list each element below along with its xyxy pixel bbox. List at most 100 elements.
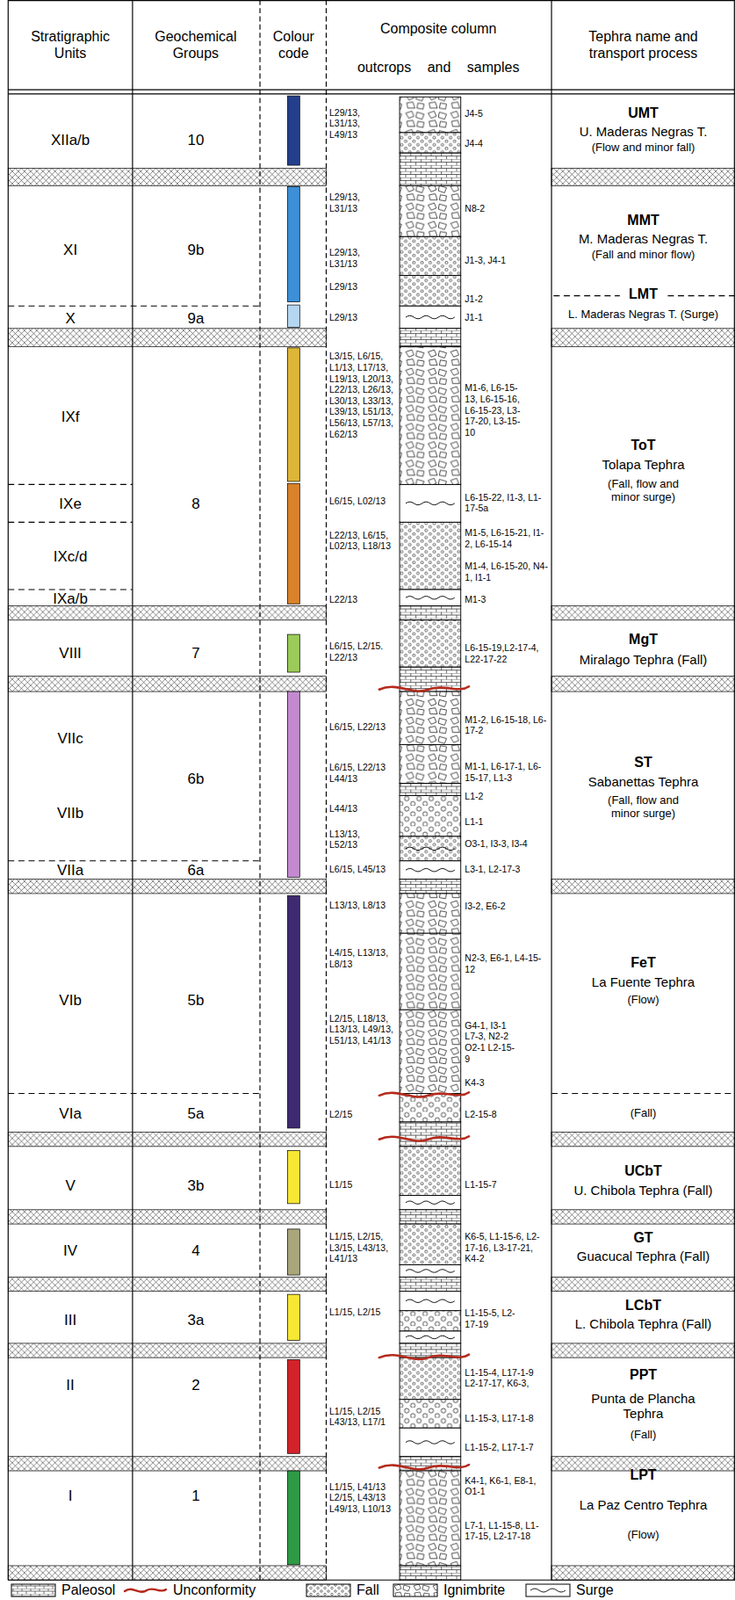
legend-symbol	[392, 1582, 439, 1597]
outcrop-list: L6/15, L22/13	[329, 720, 401, 733]
lithology-layer	[399, 1564, 462, 1579]
tephra-name: L. Maderas Negras T. (Surge)	[552, 307, 735, 320]
lithology-layer	[399, 783, 462, 796]
sub-unit-boundary	[7, 588, 133, 590]
tephra-name: La Fuente Tephra	[553, 973, 733, 989]
header-cell: Stratigraphic Units	[14, 28, 127, 62]
hatched-band	[7, 676, 326, 692]
sample-list: L6-15-22, I1-3, L1-17-5a	[464, 491, 548, 514]
group-label: 8	[144, 496, 247, 512]
unit-label: IXf	[14, 408, 127, 424]
header-cell: Geochemical Groups	[139, 28, 253, 62]
lithology-layer	[399, 743, 462, 783]
sample-list: O3-1, I3-3, I3-4	[464, 837, 548, 850]
colour-code-bar	[287, 304, 300, 328]
lithology-layer	[399, 132, 462, 153]
outcrop-list: L2/15	[329, 1108, 401, 1120]
tephra-abbrev: ST	[556, 755, 730, 772]
colour-code-bar	[287, 1293, 300, 1340]
sample-list: L1-15-3, L17-1-8	[464, 1412, 548, 1424]
lithology-layer	[399, 96, 462, 133]
legend-text: Ignimbrite	[443, 1581, 505, 1598]
unit-label: V	[14, 1176, 127, 1192]
transport-process: (Flow and minor fall)	[553, 141, 733, 154]
outcrop-list: L29/13	[329, 281, 375, 293]
surge-wave	[405, 1440, 455, 1443]
hatched-band	[551, 879, 735, 894]
sample-list: L1-2	[464, 790, 548, 802]
sample-list: M1-4, L6-15-20, N4-1, I1-1	[464, 560, 548, 583]
colour-code-bar	[287, 634, 300, 672]
lithology-layer	[399, 1145, 462, 1196]
unconformity-line	[379, 1463, 469, 1469]
colour-code-bar	[287, 1149, 300, 1203]
sample-list: L1-15-2, L17-1-7	[464, 1441, 548, 1453]
lithology-layer	[399, 605, 462, 620]
legend-symbol	[10, 1582, 57, 1597]
header-cell: Colour code	[263, 28, 325, 62]
lithology-layer	[399, 236, 462, 275]
sub-unit-boundary	[553, 295, 620, 296]
lithology-layer	[399, 860, 462, 880]
legend-text: Surge	[576, 1581, 614, 1598]
table-rule	[7, 0, 735, 1579]
legend-item: Fall	[305, 1581, 380, 1598]
lithology-layer	[399, 1209, 462, 1224]
sub-unit-boundary	[7, 483, 133, 485]
header-cell: Tephra name and transport process	[571, 28, 715, 62]
unconformity-line	[379, 1135, 469, 1140]
tephra-abbrev: ToT	[556, 438, 730, 454]
sub-unit-boundary	[7, 859, 260, 861]
transport-process: (Fall, flow and minor surge)	[591, 477, 694, 504]
hatched-band	[7, 1131, 326, 1146]
unit-label: XI	[14, 242, 127, 258]
surge-wave	[405, 1334, 455, 1338]
colour-code-bar	[287, 894, 300, 1128]
sample-list: L6-15-19,L2-17-4, L22-17-22	[464, 641, 548, 664]
group-label: 9a	[144, 310, 247, 326]
tephra-abbrev: UMT	[556, 105, 730, 122]
outcrop-list: L29/13, L31/13, L49/13	[329, 107, 375, 141]
surge-wave	[405, 867, 455, 871]
group-label: 1	[144, 1486, 247, 1502]
tephra-abbrev: UCbT	[556, 1162, 730, 1179]
lithology-layer	[399, 1121, 462, 1146]
outcrop-list: L29/13, L31/13	[329, 191, 375, 214]
unit-label: VIa	[14, 1104, 127, 1120]
legend-box	[306, 1583, 351, 1596]
sub-unit-boundary	[7, 1092, 260, 1094]
legend-box	[526, 1583, 570, 1596]
legend-text: Paleosol	[61, 1581, 116, 1598]
sample-list: L1-15-4, L17-1-9 L2-17-17, K6-3,	[464, 1366, 548, 1389]
sample-list: N2-3, E6-1, L4-15-12	[464, 951, 548, 974]
lithology-layer	[399, 1356, 462, 1399]
outcrop-list: L13/13, L52/13	[329, 828, 375, 851]
colour-code-bar	[287, 95, 300, 166]
hatched-band	[7, 1455, 326, 1470]
outcrop-list: L6/15, L02/13	[329, 495, 401, 507]
surge-wave	[405, 1200, 455, 1204]
outcrop-list: L22/13	[329, 593, 401, 606]
column-divider	[259, 0, 326, 1579]
colour-code-bar	[287, 1228, 300, 1275]
hatched-band	[551, 1275, 735, 1290]
lithology-layer	[399, 1426, 462, 1456]
sample-list: J4-5	[464, 108, 548, 120]
tephra-name: Guacucal Tephra (Fall)	[553, 1248, 733, 1264]
group-label: 2	[144, 1376, 247, 1392]
lithology-layer	[399, 1223, 462, 1264]
group-label: 3a	[144, 1311, 247, 1327]
sample-list: K4-1, K6-1, E8-1, O1-1	[464, 1474, 548, 1497]
sample-list: J1-2	[464, 293, 548, 305]
hatched-band	[7, 328, 326, 347]
tephra-name: Tolapa Tephra	[553, 457, 733, 473]
legend-symbol	[122, 1582, 168, 1597]
outcrop-list: L1/15, L2/15 L43/13, L17/1	[329, 1405, 401, 1427]
outcrop-list: L1/15, L41/13 L2/15, L43/13 L49/13, L10/…	[329, 1480, 401, 1514]
hatched-band	[7, 168, 326, 187]
lithology-layer	[399, 185, 462, 237]
lithology-layer	[399, 1008, 462, 1093]
outcrop-list: L22/13, L6/15, L02/13, L18/13	[329, 529, 401, 552]
outcrop-list: L6/15, L45/13	[329, 863, 401, 875]
outcrop-list: L3/15, L6/15, L1/13, L17/13, L19/13, L20…	[329, 350, 401, 440]
